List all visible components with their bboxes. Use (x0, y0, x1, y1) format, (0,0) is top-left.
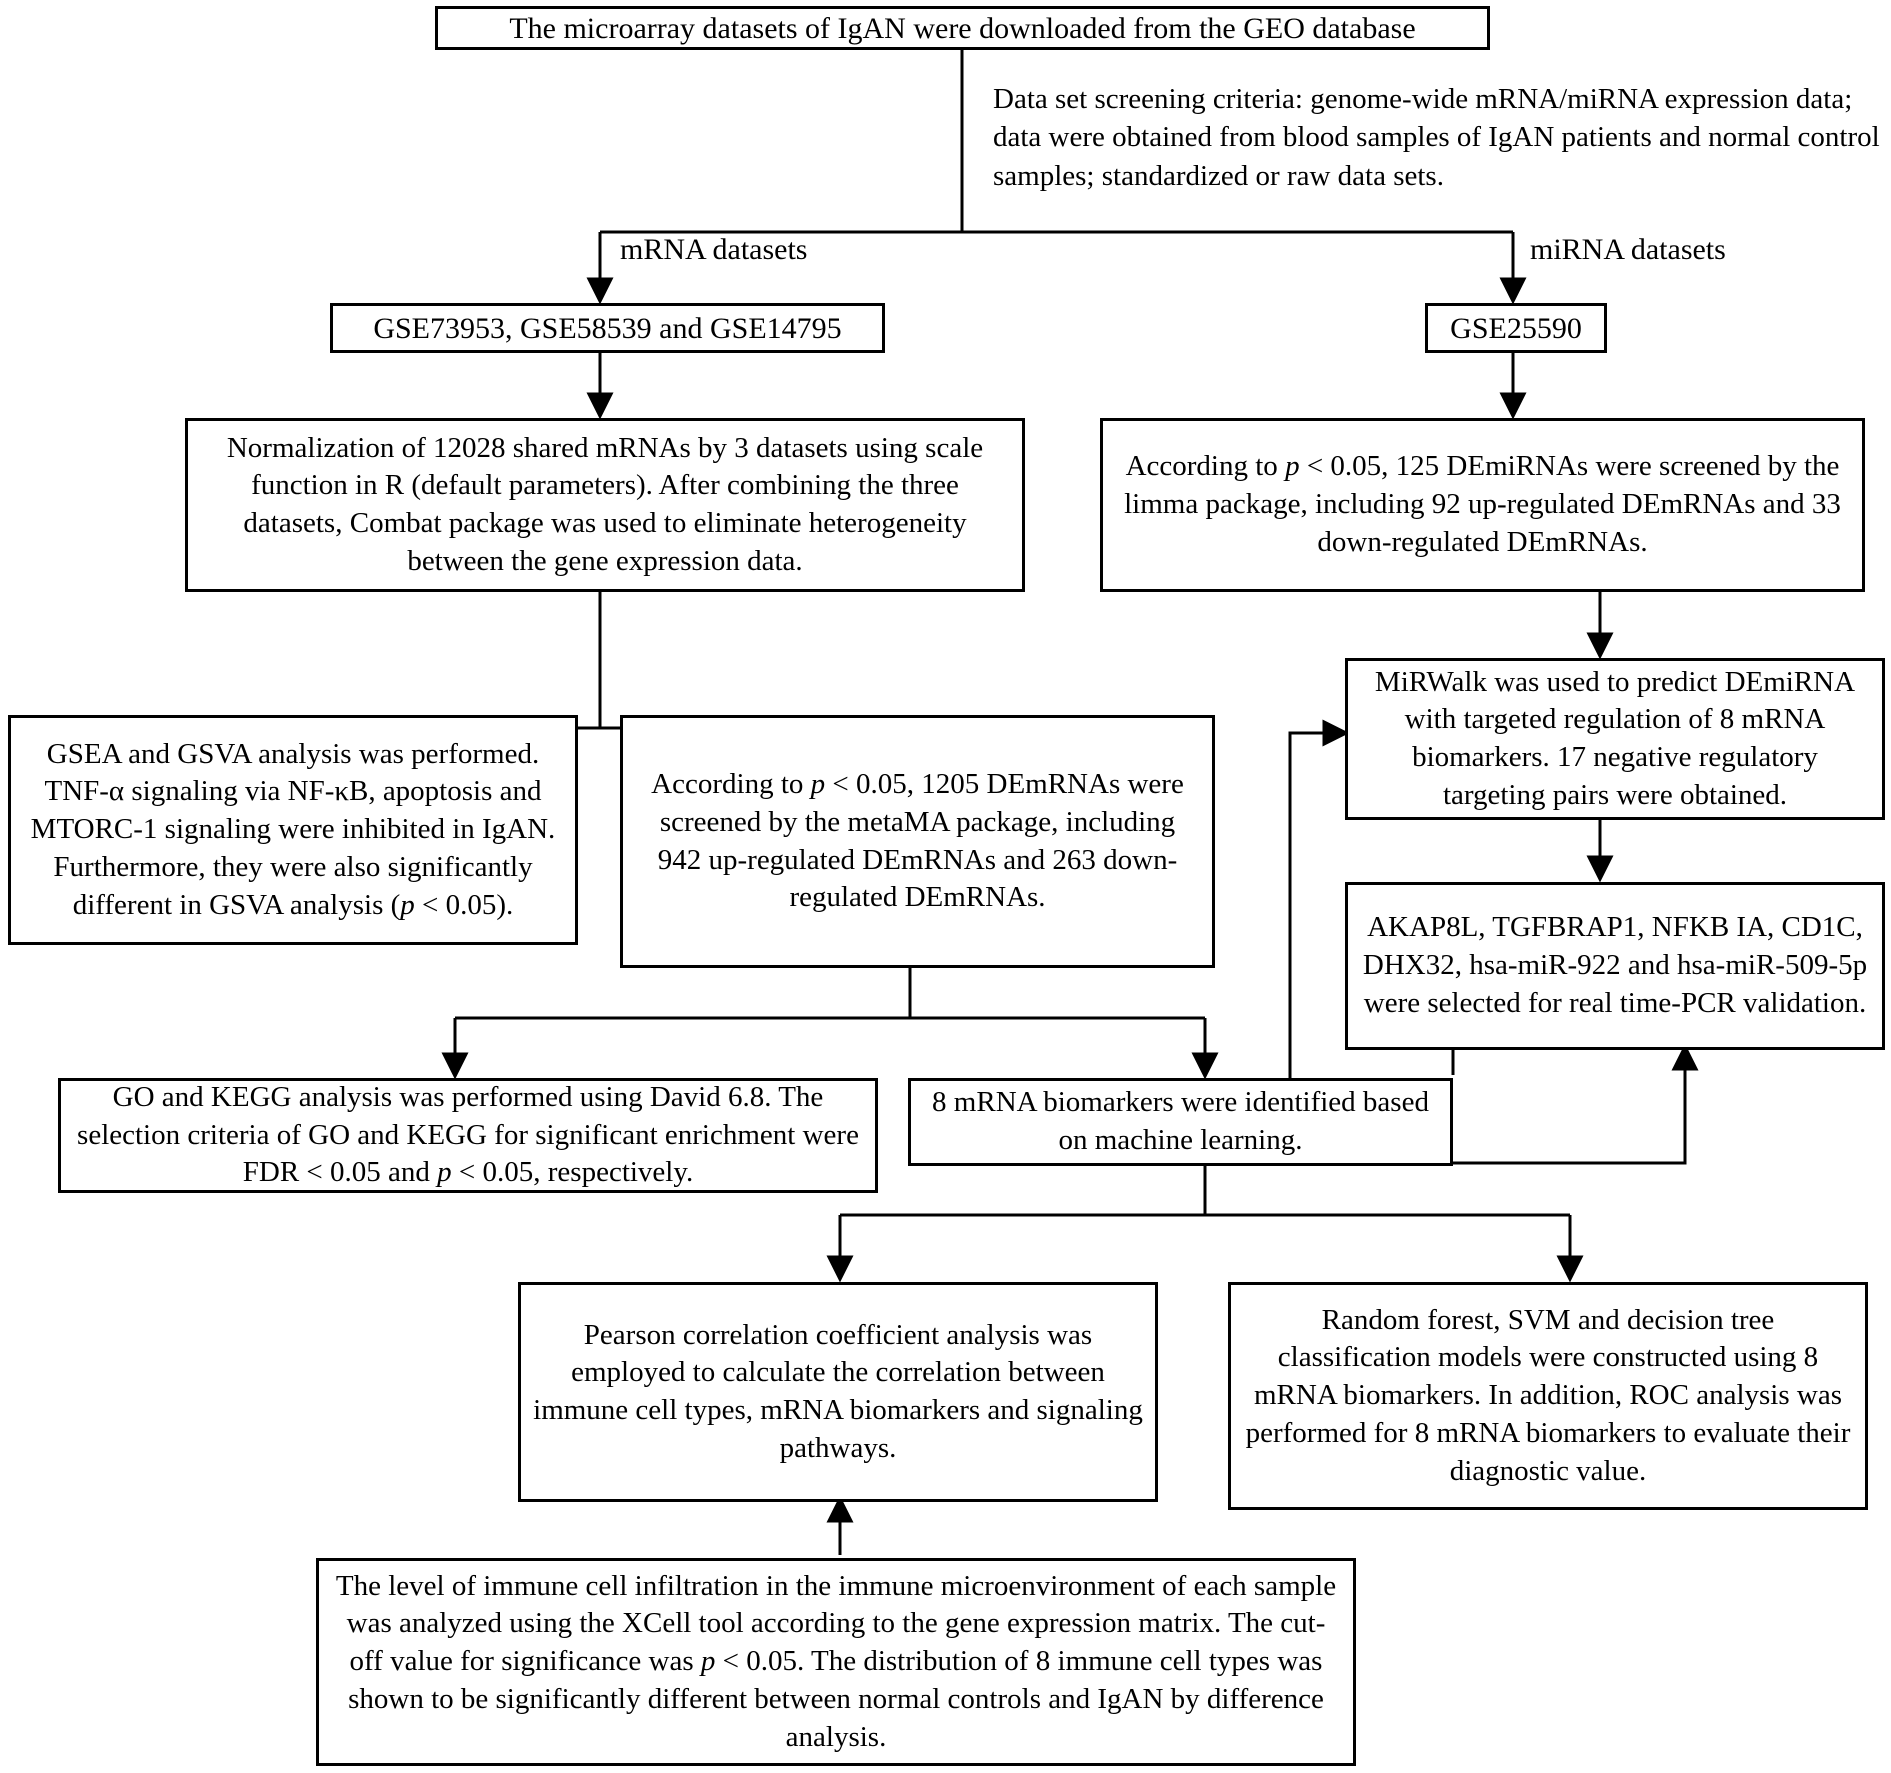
node-models-text: Random forest, SVM and decision tree cla… (1245, 1303, 1851, 1487)
node-gsea-gsva: GSEA and GSVA analysis was performed. TN… (8, 715, 578, 945)
edge-label-mrna-text: mRNA datasets (620, 233, 808, 266)
node-models: Random forest, SVM and decision tree cla… (1228, 1282, 1868, 1510)
node-mrna-datasets: GSE73953, GSE58539 and GSE14795 (330, 303, 885, 353)
node-pearson: Pearson correlation coefficient analysis… (518, 1282, 1158, 1502)
node-pcr-validation-text: AKAP8L, TGFBRAP1, NFKB IA, CD1C, DHX32, … (1362, 911, 1868, 1019)
node-immune-infiltration-text: The level of immune cell infiltration in… (335, 1569, 1337, 1753)
node-biomarkers-text: 8 mRNA biomarkers were identified based … (932, 1086, 1429, 1156)
edge-label-mrna: mRNA datasets (620, 233, 808, 267)
node-demirna-screening-text: According to p < 0.05, 125 DEmiRNAs were… (1124, 450, 1841, 558)
node-pearson-text: Pearson correlation coefficient analysis… (533, 1318, 1143, 1464)
node-demrna-screening: According to p < 0.05, 1205 DEmRNAs were… (620, 715, 1215, 968)
node-immune-infiltration: The level of immune cell infiltration in… (316, 1558, 1356, 1766)
node-mirna-dataset-text: GSE25590 (1450, 311, 1582, 345)
node-demirna-screening: According to p < 0.05, 125 DEmiRNAs were… (1100, 418, 1865, 592)
node-title-text: The microarray datasets of IgAN were dow… (509, 11, 1416, 45)
node-title-box: The microarray datasets of IgAN were dow… (435, 6, 1490, 50)
node-mrna-datasets-text: GSE73953, GSE58539 and GSE14795 (373, 311, 842, 345)
node-gsea-gsva-text: GSEA and GSVA analysis was performed. TN… (30, 737, 556, 921)
node-biomarkers: 8 mRNA biomarkers were identified based … (908, 1078, 1453, 1166)
node-mirwalk: MiRWalk was used to predict DEmiRNA with… (1345, 658, 1885, 820)
node-normalization-text: Normalization of 12028 shared mRNAs by 3… (226, 431, 984, 577)
node-normalization: Normalization of 12028 shared mRNAs by 3… (185, 418, 1025, 592)
node-mirna-dataset: GSE25590 (1425, 303, 1607, 353)
node-mirwalk-text: MiRWalk was used to predict DEmiRNA with… (1374, 665, 1856, 811)
edge-label-mirna: miRNA datasets (1530, 233, 1726, 267)
node-go-kegg: GO and KEGG analysis was performed using… (58, 1078, 878, 1193)
edge-label-mirna-text: miRNA datasets (1530, 233, 1726, 266)
note-screening-criteria: Data set screening criteria: genome-wide… (993, 80, 1891, 195)
wire-biomarkers-to-pcr (1453, 1043, 1699, 1165)
note-screening-criteria-text: Data set screening criteria: genome-wide… (993, 83, 1880, 192)
node-go-kegg-text: GO and KEGG analysis was performed using… (77, 1080, 859, 1189)
node-pcr-validation: AKAP8L, TGFBRAP1, NFKB IA, CD1C, DHX32, … (1345, 882, 1885, 1050)
node-demrna-screening-text: According to p < 0.05, 1205 DEmRNAs were… (651, 768, 1184, 914)
